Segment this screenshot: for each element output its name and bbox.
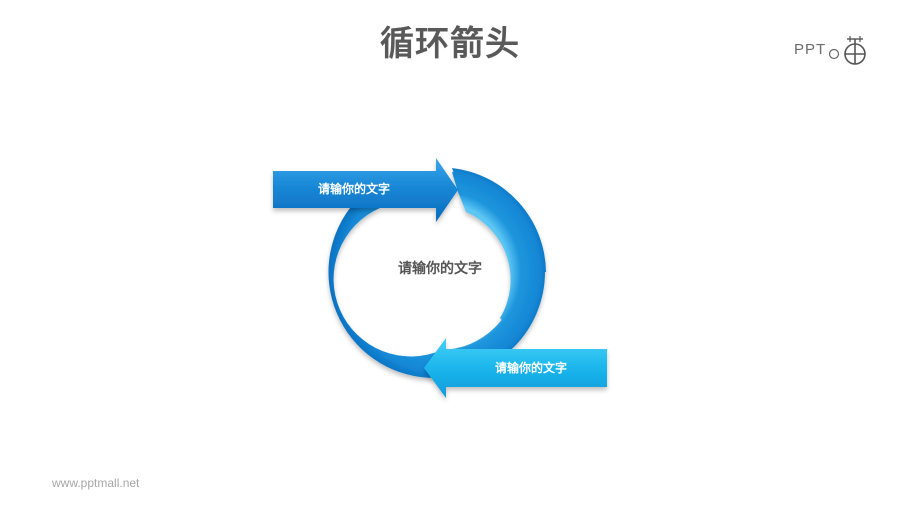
ppt-mall-logo-icon — [828, 36, 866, 65]
slide-title: 循环箭头 — [380, 24, 520, 64]
bottom-arrow: 请输你的文字 — [424, 338, 607, 398]
top-arrow: 请输你的文字 — [273, 158, 458, 222]
ring-right-fill — [452, 168, 546, 272]
center-label: 请输你的文字 — [398, 260, 482, 277]
logo: PPT — [794, 34, 874, 66]
top-arrow-label: 请输你的文字 — [318, 181, 390, 196]
footer-url: www.pptmall.net — [52, 476, 140, 490]
bottom-arrow-label: 请输你的文字 — [495, 360, 567, 375]
ring-left-segment — [328, 208, 442, 379]
logo-text: PPT — [794, 41, 827, 58]
